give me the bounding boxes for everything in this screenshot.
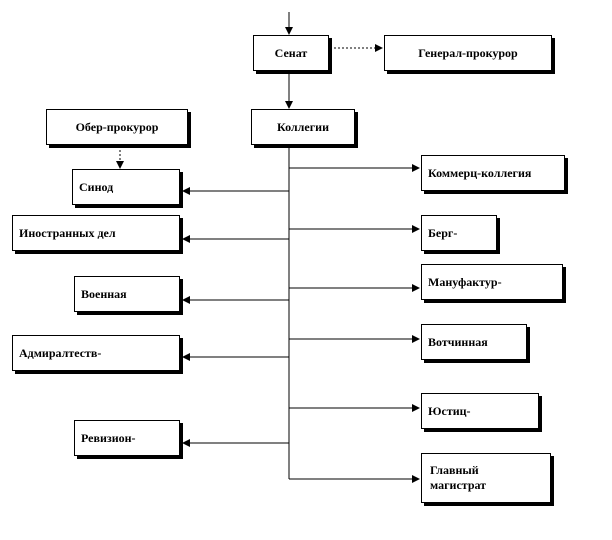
collegia-label: Коллегии <box>276 119 329 134</box>
chief-magistrate-box: Главный магистрат <box>421 453 551 503</box>
berg-label: Берг- <box>428 225 458 240</box>
synod-label: Синод <box>79 179 114 194</box>
ober-prosecutor-label: Обер-прокурор <box>75 119 159 134</box>
berg-box: Берг- <box>421 215 497 251</box>
prosecutor-general-label: Генерал-прокурор <box>418 45 518 60</box>
senate-box: Сенат <box>253 35 329 71</box>
revision-label: Ревизион- <box>81 430 136 445</box>
justice-box: Юстиц- <box>421 393 539 429</box>
military-box: Военная <box>74 276 180 312</box>
admiralty-label: Адмиралтеств- <box>19 345 102 360</box>
admiralty-box: Адмиралтеств- <box>12 335 180 371</box>
senate-label: Сенат <box>274 45 308 60</box>
ober-prosecutor-box: Обер-прокурор <box>46 109 188 145</box>
collegia-box: Коллегии <box>251 109 355 145</box>
votchina-label: Вотчинная <box>428 334 488 349</box>
commerce-collegium-box: Коммерц-коллегия <box>421 155 565 191</box>
military-label: Военная <box>81 286 127 301</box>
votchina-box: Вотчинная <box>421 324 527 360</box>
synod-box: Синод <box>72 169 180 205</box>
revision-box: Ревизион- <box>74 420 180 456</box>
commerce-collegium-label: Коммерц-коллегия <box>428 165 532 180</box>
foreign-affairs-box: Иностранных дел <box>12 215 180 251</box>
justice-label: Юстиц- <box>428 403 471 418</box>
prosecutor-general-box: Генерал-прокурор <box>384 35 552 71</box>
chief-magistrate-label: Главный магистрат <box>430 463 487 492</box>
foreign-affairs-label: Иностранных дел <box>19 225 116 240</box>
manufactur-label: Мануфактур- <box>428 274 502 289</box>
manufactur-box: Мануфактур- <box>421 264 563 300</box>
